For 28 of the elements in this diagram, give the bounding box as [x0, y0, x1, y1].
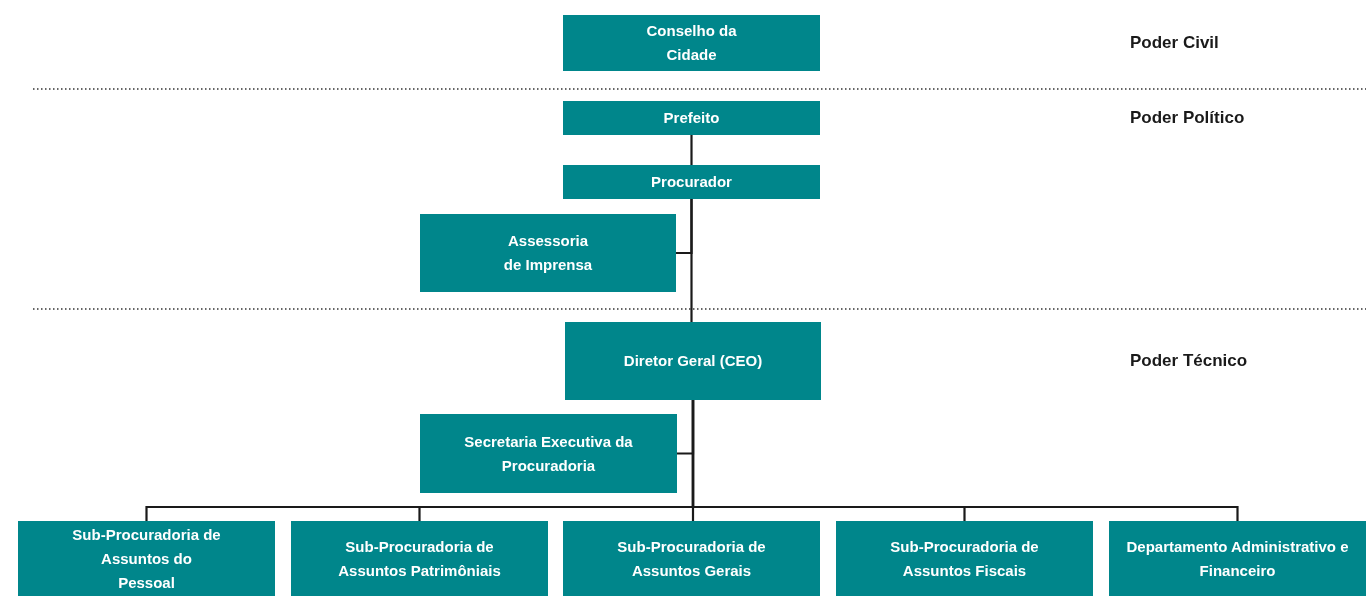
- level-label: Poder Civil: [1130, 33, 1219, 53]
- org-box: [291, 521, 548, 596]
- box-title: Assessoria de Imprensa: [503, 231, 593, 275]
- org-box: [563, 521, 820, 596]
- org-box: [420, 414, 677, 493]
- box-title: Secretaria Executiva da Procuradoria: [463, 431, 634, 476]
- org-box: [420, 214, 676, 292]
- box-title: Diretor Geral (CEO): [623, 351, 763, 371]
- box-title: Conselho da Cidade: [645, 21, 738, 65]
- box-title: Sub-Procuradoria de Assuntos Patrimôniais: [337, 536, 502, 581]
- box-title: Procurador: [651, 172, 732, 192]
- box-title: Sub-Procuradoria de Assuntos Gerais: [616, 536, 767, 581]
- connector-line: [690, 199, 693, 322]
- connector-line: [691, 400, 1239, 521]
- box-title: Sub-Procuradoria de Assuntos do Pessoal: [71, 524, 222, 593]
- org-box: [836, 521, 1093, 596]
- org-box: [1109, 521, 1366, 596]
- org-box: [563, 101, 820, 135]
- box-title: Sub-Procuradoria de Assuntos Fiscais: [889, 536, 1040, 581]
- level-label: Poder Técnico: [1130, 351, 1248, 371]
- connector-line: [690, 135, 693, 165]
- box-title: Departamento Administrativo e Financeiro: [1125, 536, 1350, 581]
- org-box: [565, 322, 821, 400]
- org-box: [18, 521, 275, 596]
- level-label: Poder Político: [1130, 108, 1245, 128]
- org-box: [563, 15, 820, 71]
- box-title: Prefeito: [663, 108, 720, 128]
- org-box: [563, 165, 820, 199]
